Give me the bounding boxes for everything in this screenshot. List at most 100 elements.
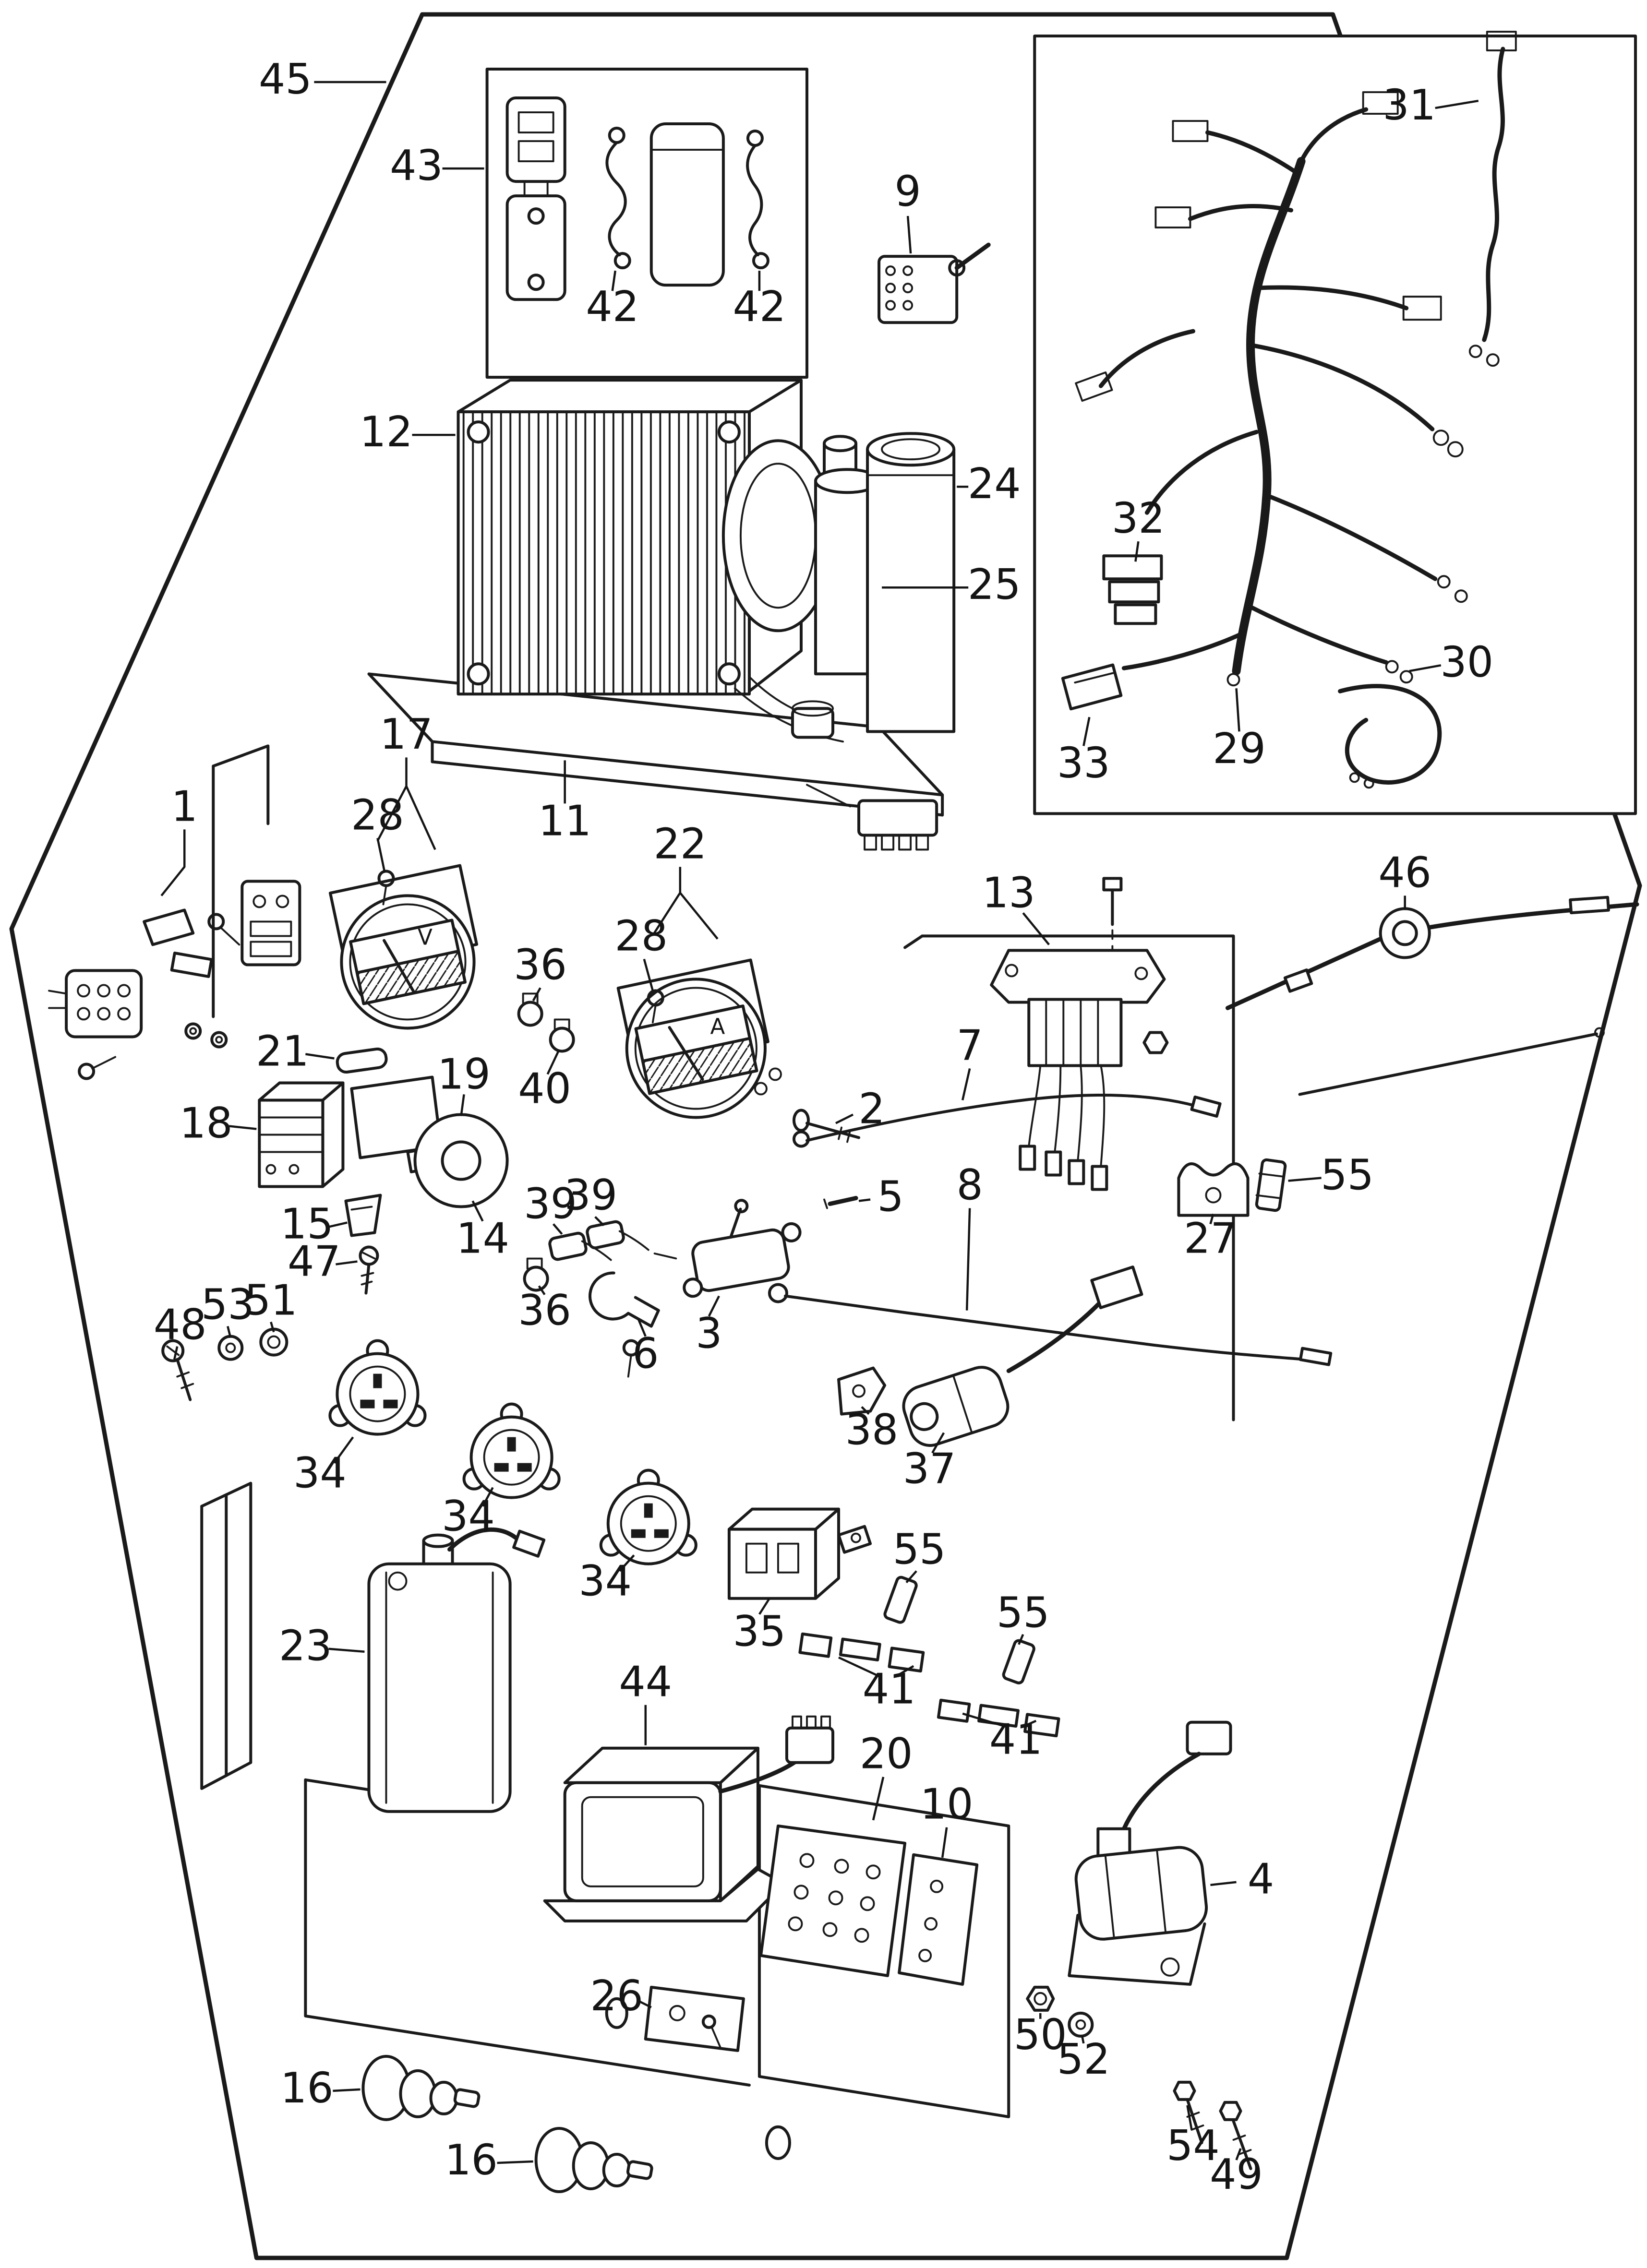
callout-44: 44 bbox=[619, 1658, 672, 1745]
svg-text:5: 5 bbox=[877, 1172, 903, 1221]
switch-3 bbox=[653, 1199, 802, 1298]
svg-text:8: 8 bbox=[956, 1160, 983, 1209]
callout-14: 14 bbox=[456, 1200, 509, 1263]
fuse-kit-41a bbox=[798, 1632, 925, 1673]
plate-10 bbox=[898, 1853, 979, 1986]
svg-text:45: 45 bbox=[259, 55, 312, 104]
callout-5: 5 bbox=[858, 1172, 904, 1221]
svg-text:52: 52 bbox=[1057, 2035, 1110, 2084]
callout-11: 11 bbox=[538, 760, 591, 845]
wire-harness-box bbox=[1033, 31, 1637, 815]
svg-text:54: 54 bbox=[1166, 2121, 1220, 2170]
svg-text:13: 13 bbox=[982, 868, 1035, 917]
callout-1: 1 bbox=[160, 782, 198, 896]
callout-46: 46 bbox=[1378, 848, 1431, 910]
main-harness bbox=[1075, 91, 1468, 789]
svg-text:34: 34 bbox=[578, 1557, 632, 1606]
callout-20: 20 bbox=[860, 1730, 913, 1821]
relay-18 bbox=[258, 1075, 443, 1295]
svg-text:19: 19 bbox=[437, 1050, 491, 1098]
screw-2 bbox=[792, 1109, 861, 1143]
svg-text:7: 7 bbox=[956, 1021, 983, 1070]
svg-text:46: 46 bbox=[1378, 848, 1431, 897]
connector-32 bbox=[1102, 554, 1163, 625]
callout-55b: 55 bbox=[893, 1525, 946, 1584]
svg-text:44: 44 bbox=[619, 1658, 672, 1707]
svg-text:12: 12 bbox=[360, 407, 413, 456]
fuse-55b bbox=[883, 1576, 918, 1624]
multi-pin-connector bbox=[806, 784, 938, 851]
svg-text:16: 16 bbox=[280, 2064, 334, 2113]
svg-text:55: 55 bbox=[893, 1525, 946, 1574]
callout-18: 18 bbox=[180, 1098, 257, 1147]
svg-text:30: 30 bbox=[1440, 638, 1493, 687]
svg-text:38: 38 bbox=[845, 1406, 899, 1455]
svg-text:11: 11 bbox=[538, 796, 591, 845]
callout-2: 2 bbox=[835, 1084, 885, 1133]
svg-text:1: 1 bbox=[171, 782, 198, 831]
svg-text:43: 43 bbox=[390, 141, 443, 190]
callout-28b: 28 bbox=[614, 911, 668, 991]
callout-55a: 55 bbox=[1288, 1150, 1374, 1199]
svg-text:42: 42 bbox=[733, 282, 786, 331]
callout-21: 21 bbox=[256, 1027, 335, 1075]
svg-text:17: 17 bbox=[380, 710, 433, 759]
callout-27: 27 bbox=[1184, 1213, 1237, 1263]
svg-text:47: 47 bbox=[288, 1237, 341, 1286]
clamp-27 bbox=[1177, 1162, 1250, 1217]
svg-text:39: 39 bbox=[564, 1170, 617, 1219]
svg-text:4: 4 bbox=[1248, 1855, 1274, 1904]
cable-8 bbox=[768, 1283, 1333, 1366]
callout-8: 8 bbox=[956, 1160, 983, 1311]
svg-text:27: 27 bbox=[1184, 1214, 1237, 1263]
callout-39b: 39 bbox=[564, 1170, 617, 1227]
svg-text:35: 35 bbox=[733, 1607, 786, 1656]
callout-28a: 28 bbox=[351, 790, 404, 873]
callout-40: 40 bbox=[518, 1049, 571, 1113]
callout-23: 23 bbox=[279, 1622, 365, 1671]
svg-text:33: 33 bbox=[1057, 739, 1110, 788]
svg-text:25: 25 bbox=[968, 560, 1021, 609]
socket-34c bbox=[599, 1468, 697, 1565]
nut-50 bbox=[1026, 1985, 1055, 2012]
svg-text:28: 28 bbox=[614, 911, 668, 960]
svg-text:20: 20 bbox=[860, 1730, 913, 1779]
callout-31: 31 bbox=[1383, 81, 1479, 130]
socket-34a bbox=[328, 1339, 427, 1436]
screw-48 bbox=[161, 1339, 194, 1401]
washer-51 bbox=[259, 1327, 289, 1357]
svg-text:36: 36 bbox=[518, 1286, 571, 1335]
fuse-55c bbox=[1002, 1639, 1035, 1684]
callout-45: 45 bbox=[259, 55, 386, 104]
callout-3: 3 bbox=[696, 1295, 722, 1358]
canister-23 bbox=[367, 1527, 546, 1813]
callout-37: 37 bbox=[903, 1432, 956, 1493]
callout-51: 51 bbox=[244, 1276, 298, 1333]
svg-text:39: 39 bbox=[524, 1179, 577, 1228]
callouts: 45 43 42 42 9 31 12 24 25 32 30 33 29 17… bbox=[154, 55, 1493, 2199]
svg-text:34: 34 bbox=[293, 1449, 347, 1498]
callout-47: 47 bbox=[288, 1237, 358, 1286]
bolt-54 bbox=[1173, 2080, 1204, 2144]
callout-49: 49 bbox=[1210, 2148, 1263, 2199]
cap-15 bbox=[344, 1194, 382, 1237]
ammeter-letter: A bbox=[710, 1014, 725, 1039]
svg-text:10: 10 bbox=[920, 1780, 974, 1829]
chassis-lines bbox=[200, 744, 1235, 2160]
svg-text:3: 3 bbox=[696, 1309, 722, 1358]
callout-16a: 16 bbox=[280, 2064, 361, 2113]
socket-34b bbox=[462, 1402, 561, 1499]
svg-text:41: 41 bbox=[989, 1715, 1043, 1764]
coil-bracket-13 bbox=[990, 877, 1169, 1191]
ignition-coil-4 bbox=[1068, 1720, 1232, 1986]
solenoid-37 bbox=[902, 1265, 1143, 1447]
callout-41b: 41 bbox=[962, 1712, 1043, 1764]
svg-text:26: 26 bbox=[590, 1971, 643, 2020]
toggle-switch bbox=[878, 242, 991, 324]
voltmeter-letter: V bbox=[418, 924, 433, 950]
grommet-16a bbox=[361, 2054, 481, 2121]
svg-text:36: 36 bbox=[514, 940, 567, 989]
regulator-44 bbox=[543, 1715, 835, 1922]
bracket-cluster bbox=[48, 880, 301, 1080]
screw-47 bbox=[359, 1245, 379, 1295]
